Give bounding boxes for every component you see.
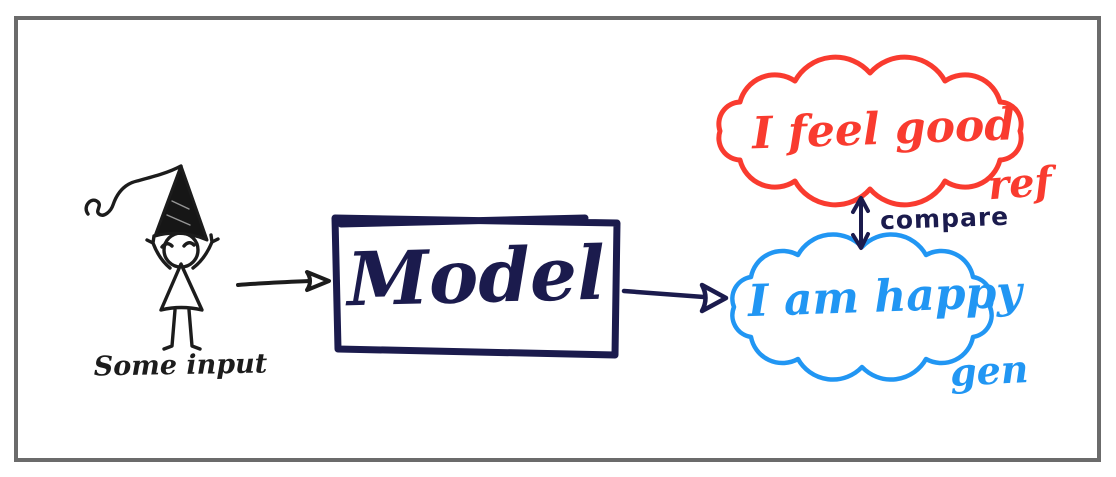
arrow-head-down — [851, 232, 870, 250]
hat-string — [84, 164, 183, 217]
arrow-shaft — [621, 288, 707, 300]
arrow-head-up — [851, 196, 870, 214]
arrow-head — [305, 270, 331, 292]
dress — [159, 262, 204, 312]
gen-bubble-text: I am happy — [747, 266, 1023, 328]
gen-cloud — [730, 232, 994, 382]
compare-arrow — [851, 196, 870, 250]
legs — [162, 308, 202, 351]
compare-label: compare — [879, 201, 1010, 236]
hat-highlight — [166, 200, 191, 226]
hat — [153, 164, 209, 242]
happy-eyes — [160, 241, 196, 249]
stick-figure-icon — [84, 164, 220, 351]
gen-tag: gen — [948, 345, 1030, 396]
model-label: Model — [345, 230, 607, 324]
left-arm — [145, 234, 172, 270]
right-arm — [191, 233, 220, 270]
head — [162, 231, 200, 269]
input-label: Some input — [93, 348, 268, 383]
ref-tag: ref — [986, 157, 1054, 210]
arrow-model-to-gen — [621, 282, 729, 314]
arrow-input-to-model — [236, 270, 331, 292]
ref-cloud — [716, 54, 1024, 208]
arrow-shaft — [236, 279, 311, 287]
model-box — [331, 214, 621, 359]
ref-bubble-text: I feel good — [751, 99, 1016, 160]
arrow-head — [699, 282, 729, 314]
